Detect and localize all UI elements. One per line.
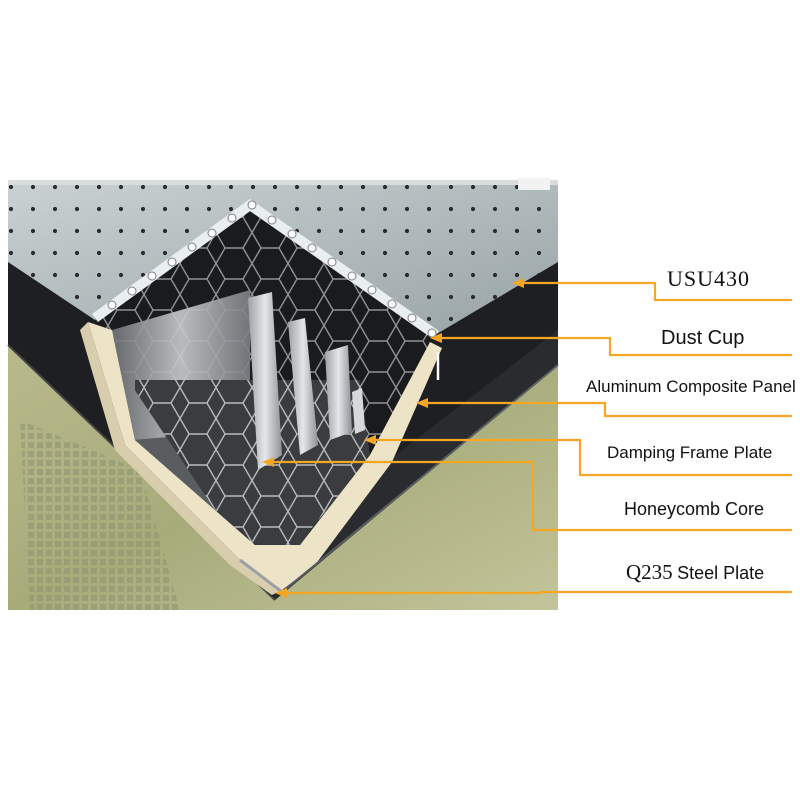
label-dust-cup: Dust Cup xyxy=(661,327,745,349)
label-q235-steel-plate: Q235 Steel Plate xyxy=(626,562,764,583)
leader-aluminum-panel xyxy=(424,401,792,418)
cutaway-section xyxy=(80,198,559,595)
leader-dust-cup xyxy=(438,336,792,357)
leader-damping-frame xyxy=(372,438,792,477)
leader-honeycomb-core xyxy=(270,460,792,532)
label-honeycomb-core: Honeycomb Core xyxy=(624,499,765,519)
leader-usu430 xyxy=(520,281,792,302)
leader-q235 xyxy=(283,590,792,595)
leader-arrowheads xyxy=(262,278,524,598)
label-q235-rest: Steel Plate xyxy=(677,563,765,583)
label-aluminum-composite-panel: Aluminum Composite Panel xyxy=(586,377,796,396)
leader-lines xyxy=(270,281,792,595)
label-damping-frame-plate: Damping Frame Plate xyxy=(607,443,773,462)
label-usu430: USU430 xyxy=(667,266,751,291)
label-q235-code: Q235 xyxy=(626,560,673,584)
